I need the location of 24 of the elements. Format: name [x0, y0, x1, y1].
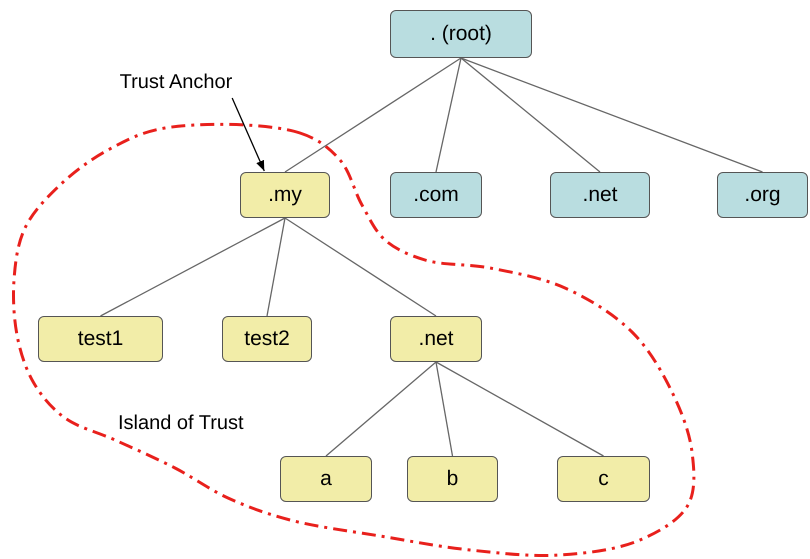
domain-box: test1 [38, 316, 163, 362]
connector-line [266, 218, 286, 316]
domain-box: .net [390, 316, 482, 362]
domain-box: .com [390, 172, 482, 218]
domain-box: . (root) [390, 10, 532, 58]
domain-box: c [557, 456, 650, 502]
domain-box: .org [717, 172, 808, 218]
domain-box: .net [550, 172, 650, 218]
domain-box: b [407, 456, 498, 502]
connector-line [100, 217, 286, 317]
connector-line [326, 362, 436, 456]
domain-box: test2 [222, 316, 312, 362]
connector-line [436, 361, 604, 457]
connector-line [435, 58, 462, 172]
annotation-text: Trust Anchor [98, 68, 254, 96]
domain-box: a [280, 456, 372, 502]
connector-line [460, 58, 600, 172]
connector-line [460, 57, 763, 173]
domain-box: .my [240, 172, 330, 218]
connector-line [284, 217, 436, 317]
connector-line [284, 57, 462, 173]
arrow [232, 98, 265, 172]
connector-line [435, 362, 454, 456]
region-label: Island of Trust [118, 412, 244, 435]
